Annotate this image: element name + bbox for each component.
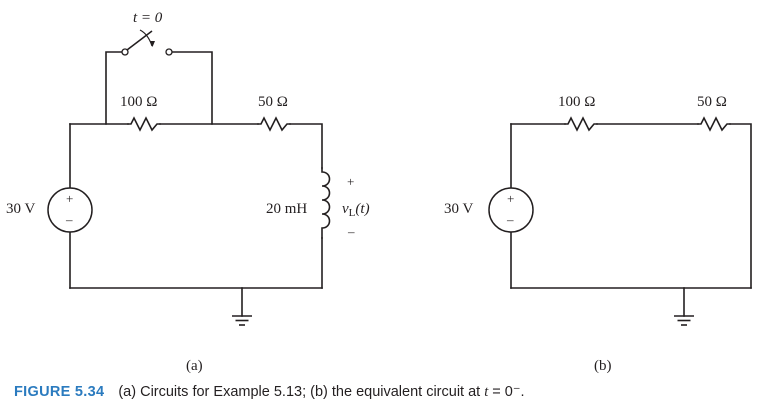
resistor-100-label-a: 100 Ω [120,94,157,110]
circuit-b-top-wire-right [729,123,752,289]
source-b-minus: – [506,212,514,227]
panel-label-b: (b) [594,358,612,374]
resistor-100-ohm-a [127,116,161,132]
resistor-100-label-b: 100 Ω [558,94,595,110]
source-a-label: 30 V [6,201,35,217]
resistor-100-ohm-b [564,116,598,132]
circuit-a-switch [121,29,173,56]
inductor-label: 20 mH [266,201,307,217]
switch-contact-right [165,48,173,56]
voltage-subscript: L [349,207,356,219]
switch-arrowhead [149,41,155,47]
switch-blade [126,30,153,51]
voltage-source-b [488,187,534,233]
source-b-plus: + [507,191,514,206]
voltage-source-a [47,187,93,233]
source-a-plus: + [66,191,73,206]
resistor-50-ohm-a [257,116,291,132]
caption-text: (a) Circuits for Example 5.13; (b) the e… [118,384,485,400]
switch-contact-left [121,48,129,56]
caption-text-end: = 0⁻. [488,384,525,400]
circuit-a-top-wire-right [289,123,323,169]
voltage-symbol: v [342,201,349,217]
resistor-50-label-b: 50 Ω [697,94,727,110]
panel-label-a: (a) [186,358,203,374]
voltage-argument: (t) [355,201,369,217]
circuit-a-bypass-wire [105,51,213,125]
inductor-voltage-label: vL(t) [342,201,370,219]
source-b-label: 30 V [444,201,473,217]
resistor-50-label-a: 50 Ω [258,94,288,110]
source-a-minus: – [65,212,73,227]
inductor-voltage-minus: – [347,224,355,239]
resistor-50-ohm-b [697,116,731,132]
caption-math: t [484,384,489,400]
ground-icon-a [232,287,252,326]
ground-icon-b [674,287,694,326]
circuit-a: t = 0 100 Ω 50 Ω + – 30 V 20 mH + vL(t) … [6,10,370,374]
inductor-a [321,167,331,239]
circuit-b: 100 Ω 50 Ω + – 30 V (b) [444,94,752,374]
figure-number: FIGURE 5.34 [14,384,105,400]
inductor-voltage-plus: + [347,174,354,189]
switch-label: t = 0 [133,10,163,26]
figure-caption: FIGURE 5.34 (a) Circuits for Example 5.13… [14,384,754,404]
